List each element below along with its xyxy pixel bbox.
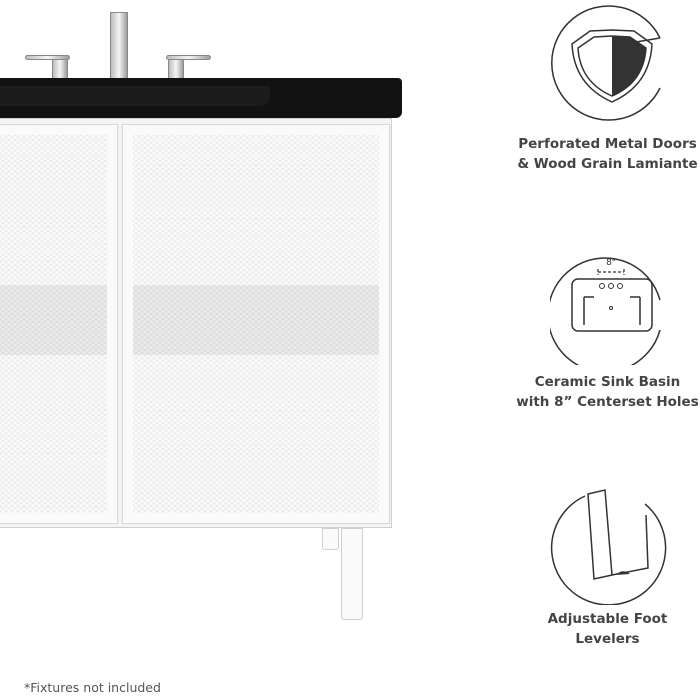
cabinet-leg-back [322, 528, 339, 550]
feature-title: Perforated Metal Doors [518, 136, 697, 152]
sink-basin-icon: 8" [550, 257, 661, 365]
faucet-handle-left [52, 58, 68, 80]
sink-basin [0, 86, 270, 106]
faucet-handle-right [168, 58, 184, 80]
feature-sink-basin: Ceramic Sink Basin with 8” Centerset Hol… [515, 372, 700, 412]
fixtures-footnote: *Fixtures not included [24, 680, 161, 695]
feature-title: Adjustable Foot Levelers [547, 611, 668, 647]
feature-foot-levelers: Adjustable Foot Levelers [515, 609, 700, 649]
cabinet-door-right [122, 124, 390, 524]
feature-title: Ceramic Sink Basin [534, 374, 681, 390]
faucet-lever-right [166, 55, 211, 60]
faucet-spout [110, 12, 128, 80]
feature-perforated-doors: Perforated Metal Doors & Wood Grain Lami… [515, 134, 700, 174]
cabinet-door-left [0, 124, 118, 524]
feature-subtitle: with 8” Centerset Holes [516, 394, 699, 410]
feature-subtitle: & Wood Grain Lamiante [517, 156, 698, 172]
dimension-label: 8" [606, 258, 616, 268]
cabinet-leg-front [341, 528, 363, 620]
foot-leveler-icon [550, 489, 667, 605]
faucet-lever-left [25, 55, 70, 60]
shield-icon [551, 5, 661, 121]
